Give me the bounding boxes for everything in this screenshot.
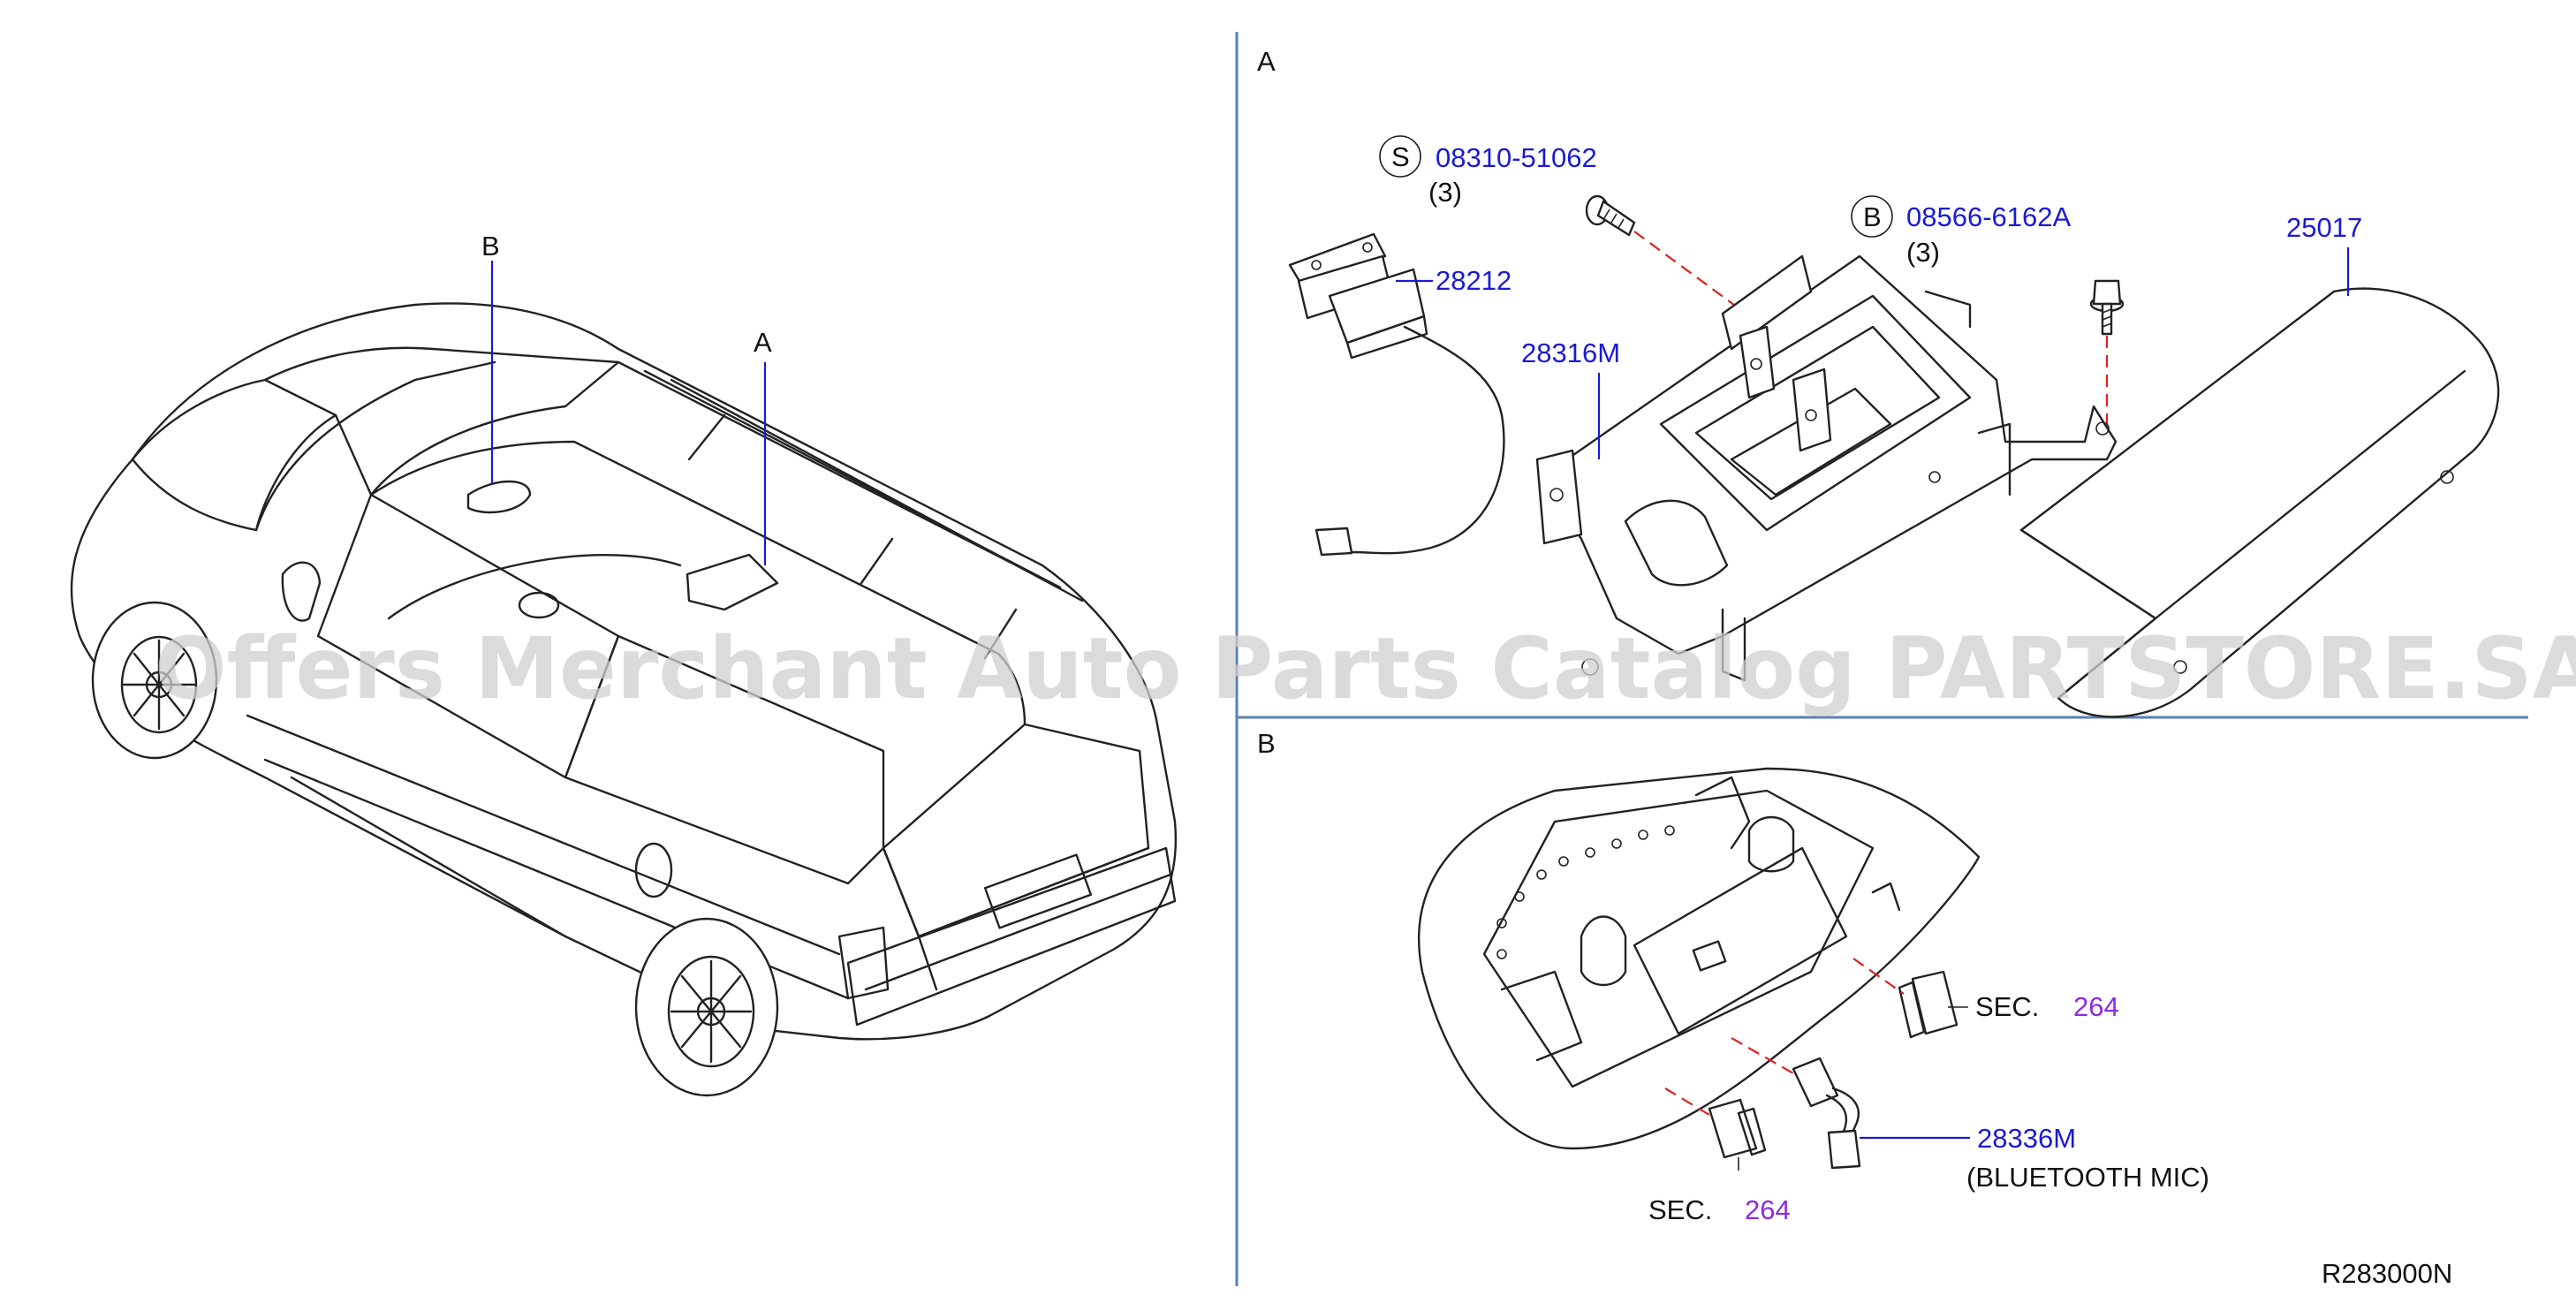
module-25017-illustration <box>2019 287 2500 718</box>
sec264-top-prefix: SEC. <box>1975 991 2039 1022</box>
antenna-28212-illustration <box>1288 232 1505 557</box>
mic-leader-dash <box>1731 1037 1794 1074</box>
screw-symbol: S <box>1391 141 1410 172</box>
screw-illustration <box>1585 194 1636 237</box>
bolt-part-number[interactable]: 08566-6162A <box>1906 201 2071 232</box>
antenna-part-number[interactable]: 28212 <box>1436 265 1512 296</box>
bluetooth-mic-illustration <box>1792 1057 1861 1170</box>
bolt-qty: (3) <box>1906 237 1940 268</box>
mic-part-number[interactable]: 28336M <box>1977 1123 2076 1154</box>
overhead-console-illustration <box>1418 767 1981 1150</box>
reference-code: R283000N <box>2322 1258 2452 1289</box>
bracket-part-number[interactable]: 28316M <box>1521 337 1620 368</box>
sec264-top-number[interactable]: 264 <box>2073 991 2119 1022</box>
connector-sec264-bottom <box>1708 1098 1767 1159</box>
sec264-top-leader <box>1852 958 1905 995</box>
bolt-illustration <box>2089 279 2125 336</box>
bracket-28316m-illustration <box>1535 254 2118 682</box>
vehicle-illustration <box>70 302 1178 1097</box>
vehicle-label-b: B <box>481 231 500 261</box>
watermark-text: Offers Merchant Auto Parts Catalog PARTS… <box>155 619 2576 718</box>
sec264-bottom-leader <box>1664 1087 1710 1116</box>
sec264-bottom-prefix: SEC. <box>1648 1194 1712 1225</box>
screw-part-number[interactable]: 08310-51062 <box>1436 142 1597 173</box>
sec264-bottom-number[interactable]: 264 <box>1745 1194 1791 1225</box>
section-b-title: B <box>1257 728 1276 759</box>
bolt-symbol-circle <box>1851 195 1893 238</box>
screw-qty: (3) <box>1428 177 1462 208</box>
connector-sec264-top <box>1898 970 1959 1039</box>
module-part-number[interactable]: 25017 <box>2286 212 2362 243</box>
mic-description: (BLUETOOTH MIC) <box>1966 1162 2209 1193</box>
screw-symbol-circle <box>1379 135 1421 178</box>
section-a-title: A <box>1257 46 1276 77</box>
vehicle-label-a: A <box>754 327 772 358</box>
bolt-symbol: B <box>1863 201 1882 232</box>
